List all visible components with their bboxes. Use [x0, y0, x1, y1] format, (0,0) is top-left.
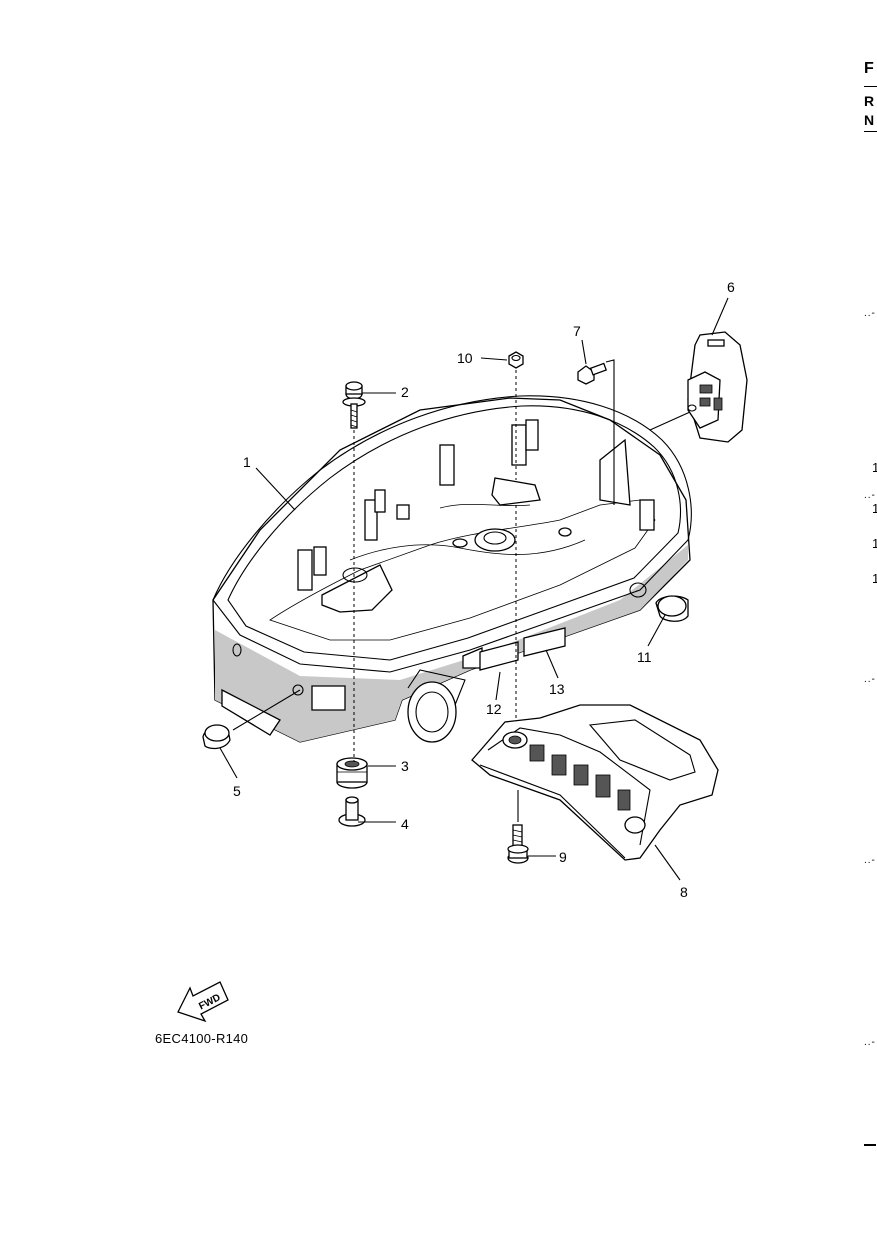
plug-part-11	[655, 595, 689, 622]
callout-5: 5	[233, 783, 241, 799]
callout-8: 8	[680, 884, 688, 900]
callout-11: 11	[637, 649, 652, 665]
edge-dots: ..‐	[864, 674, 876, 685]
callout-6: 6	[727, 279, 735, 295]
fwd-arrow-icon: FWD	[177, 981, 229, 1023]
edge-rule	[864, 86, 877, 87]
edge-dots: ..‐	[864, 855, 876, 866]
callout-7: 7	[573, 323, 581, 339]
leader-lines	[219, 297, 729, 881]
grommet-part-3	[336, 757, 368, 789]
cover-part-6	[687, 331, 748, 443]
diagram-code: 6EC4100-R140	[155, 1031, 249, 1046]
nut-part-10	[508, 351, 524, 369]
edge-letter-f: F	[864, 60, 874, 77]
screw-part-7	[577, 359, 615, 505]
edge-number: 1	[872, 571, 877, 586]
callout-12: 12	[486, 701, 502, 717]
bottom-cowling	[212, 395, 692, 743]
edge-rule	[864, 1144, 876, 1146]
edge-dots: ..‐	[864, 490, 876, 501]
edge-dots: ..‐	[864, 1037, 876, 1048]
edge-dots: ..‐	[864, 308, 876, 319]
edge-number: 1	[872, 460, 877, 475]
edge-rule	[864, 131, 877, 132]
collar-part-4	[338, 796, 366, 827]
callout-1: 1	[243, 454, 251, 470]
plug-part-5	[202, 724, 231, 750]
callout-10: 10	[457, 350, 473, 366]
bolt-part-9	[507, 824, 529, 864]
callout-9: 9	[559, 849, 567, 865]
edge-letter-n: N	[864, 112, 875, 128]
edge-number: 1	[872, 501, 877, 516]
edge-letter-r: R	[864, 93, 875, 109]
callout-4: 4	[401, 816, 409, 832]
bolt-part-2	[342, 381, 366, 429]
handle-part-8	[471, 704, 719, 861]
edge-number: 1	[872, 536, 877, 551]
callout-3: 3	[401, 758, 409, 774]
callout-13: 13	[549, 681, 565, 697]
callout-2: 2	[401, 384, 409, 400]
